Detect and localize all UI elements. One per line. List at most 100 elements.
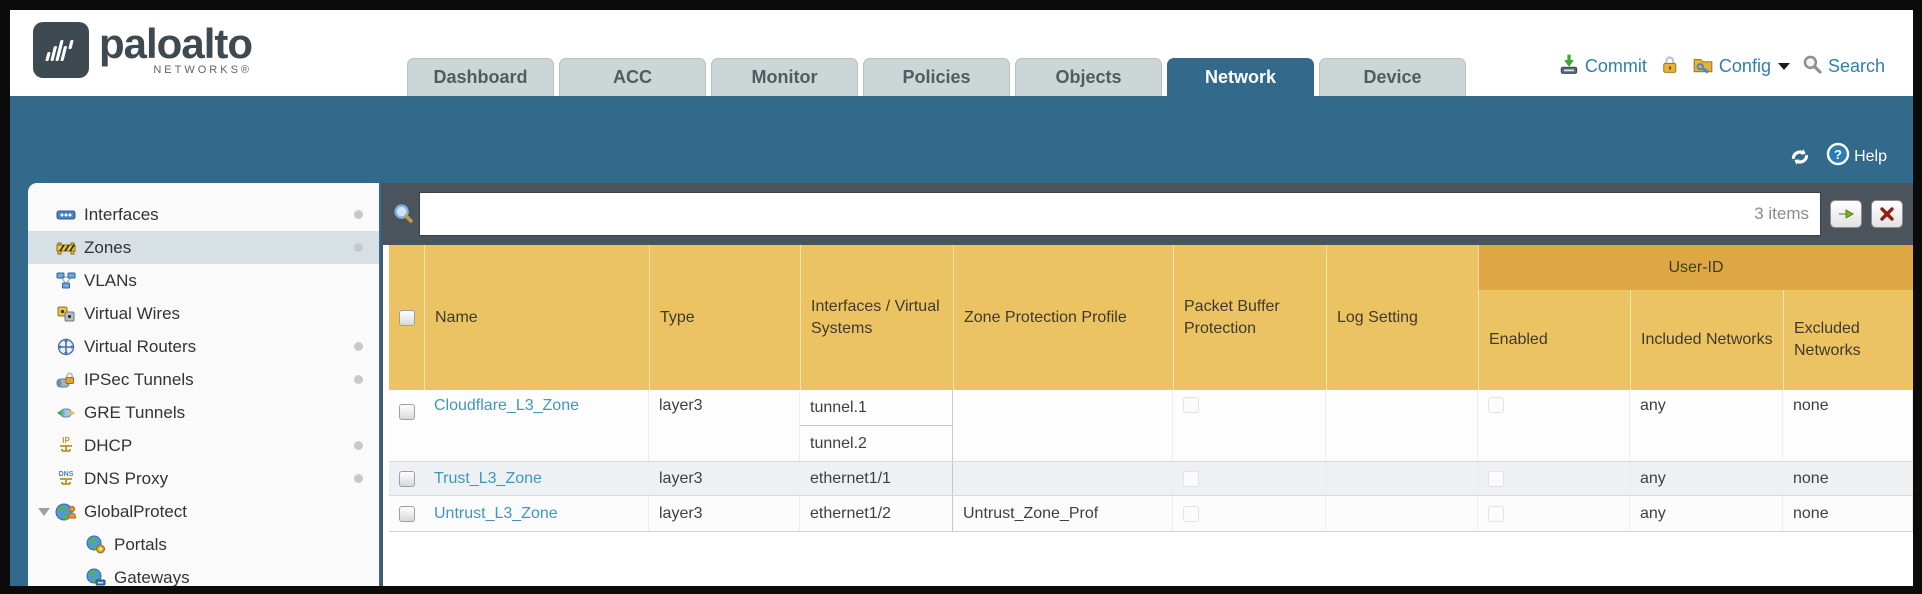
col-name[interactable]: Name	[424, 245, 649, 390]
zone-name-link[interactable]: Cloudflare_L3_Zone	[424, 390, 649, 461]
main-region: ? Help Interfaces Zones	[10, 96, 1913, 586]
green-arrow-icon	[1838, 209, 1855, 219]
sidebar-item-gateways[interactable]: Gateways	[28, 561, 379, 586]
status-dot	[354, 375, 363, 384]
zone-interfaces: tunnel.1 tunnel.2	[800, 390, 953, 461]
user-id-enabled-checkbox[interactable]	[1488, 505, 1504, 522]
tab-objects[interactable]: Objects	[1015, 58, 1162, 96]
refresh-button[interactable]	[1788, 145, 1812, 169]
commit-button[interactable]: Commit	[1558, 53, 1647, 80]
filter-field: 3 items	[419, 192, 1821, 236]
paloalto-logo: paloalto NETWORKS®	[33, 22, 253, 78]
tab-acc[interactable]: ACC	[559, 58, 706, 96]
excluded-networks: none	[1783, 390, 1913, 461]
included-networks: any	[1630, 390, 1783, 461]
header-utilities: Commit	[1558, 53, 1885, 80]
network-sidebar: Interfaces Zones VLANs Vir	[28, 183, 379, 586]
sidebar-item-ipsec-tunnels[interactable]: IPSec Tunnels	[28, 363, 379, 396]
commit-icon	[1558, 53, 1580, 80]
filter-bar: 3 items	[383, 183, 1913, 245]
status-dot	[354, 474, 363, 483]
sidebar-item-portals[interactable]: Portals	[28, 528, 379, 561]
col-enabled[interactable]: Enabled	[1478, 290, 1630, 390]
zones-table: Name Type Interfaces / Virtual Systems Z…	[389, 245, 1913, 586]
tab-device[interactable]: Device	[1319, 58, 1466, 96]
sidebar-item-dhcp[interactable]: IP DHCP	[28, 429, 379, 462]
col-excluded-networks[interactable]: Excluded Networks	[1783, 290, 1913, 390]
expand-triangle-icon[interactable]	[38, 507, 50, 516]
zone-protection-profile: Untrust_Zone_Prof	[953, 496, 1173, 531]
svg-text:DNS: DNS	[59, 471, 74, 478]
items-count: 3 items	[1754, 204, 1809, 223]
apply-filter-button[interactable]	[1830, 200, 1862, 228]
user-id-enabled-checkbox[interactable]	[1488, 470, 1504, 487]
help-icon: ?	[1826, 142, 1850, 171]
select-all-checkbox[interactable]	[398, 309, 415, 326]
portals-icon	[85, 535, 107, 555]
col-included-networks[interactable]: Included Networks	[1630, 290, 1783, 390]
col-interfaces[interactable]: Interfaces / Virtual Systems	[800, 245, 953, 390]
log-setting	[1326, 390, 1478, 461]
col-zone-protection-profile[interactable]: Zone Protection Profile	[953, 245, 1173, 390]
table-row: Trust_L3_Zone layer3 ethernet1/1 any non…	[389, 462, 1913, 496]
paloalto-logo-icon	[33, 22, 89, 78]
status-dot	[354, 210, 363, 219]
help-button[interactable]: ? Help	[1826, 142, 1887, 171]
tab-monitor[interactable]: Monitor	[711, 58, 858, 96]
row-checkbox[interactable]	[398, 505, 415, 522]
col-packet-buffer-protection[interactable]: Packet Buffer Protection	[1173, 245, 1326, 390]
main-tabs: Dashboard ACC Monitor Policies Objects N…	[407, 58, 1471, 96]
status-dot	[354, 243, 363, 252]
sidebar-item-zones[interactable]: Zones	[28, 231, 379, 264]
sidebar-item-interfaces[interactable]: Interfaces	[28, 198, 379, 231]
status-dot	[354, 441, 363, 450]
dns-proxy-icon: DNS	[55, 469, 77, 489]
sidebar-item-dns-proxy[interactable]: DNS DNS Proxy	[28, 462, 379, 495]
clear-filter-button[interactable]	[1871, 200, 1903, 228]
virtual-wires-icon	[55, 304, 77, 324]
included-networks: any	[1630, 462, 1783, 495]
packet-buffer-checkbox[interactable]	[1183, 470, 1199, 487]
sidebar-item-vlans[interactable]: VLANs	[28, 264, 379, 297]
sidebar-item-virtual-routers[interactable]: Virtual Routers	[28, 330, 379, 363]
col-group-user-id: User-ID	[1478, 245, 1913, 290]
ipsec-tunnels-icon	[55, 370, 77, 390]
sidebar-item-gre-tunnels[interactable]: GRE Tunnels	[28, 396, 379, 429]
refresh-icon	[1791, 148, 1809, 165]
zone-name-link[interactable]: Untrust_L3_Zone	[424, 496, 649, 531]
zone-protection-profile	[953, 390, 1173, 461]
search-icon	[1802, 54, 1823, 80]
filter-input[interactable]	[419, 192, 1821, 236]
sidebar-item-virtual-wires[interactable]: Virtual Wires	[28, 297, 379, 330]
lock-button[interactable]	[1659, 54, 1680, 80]
user-id-enabled-checkbox[interactable]	[1488, 397, 1504, 413]
dhcp-icon: IP	[55, 436, 77, 456]
gateways-icon	[85, 568, 107, 587]
excluded-networks: none	[1783, 496, 1913, 531]
vlans-icon	[55, 271, 77, 291]
zone-type: layer3	[649, 496, 800, 531]
search-button[interactable]: Search	[1802, 54, 1885, 80]
sidebar-item-globalprotect[interactable]: GlobalProtect	[28, 495, 379, 528]
config-button[interactable]: Config	[1692, 53, 1790, 80]
zone-interfaces: ethernet1/1	[800, 462, 953, 495]
zones-icon	[55, 238, 77, 258]
row-checkbox[interactable]	[398, 470, 415, 487]
row-checkbox[interactable]	[398, 404, 415, 420]
gre-tunnels-icon	[55, 403, 77, 423]
status-dot	[354, 342, 363, 351]
virtual-routers-icon	[55, 337, 77, 357]
tab-policies[interactable]: Policies	[863, 58, 1010, 96]
tab-dashboard[interactable]: Dashboard	[407, 58, 554, 96]
packet-buffer-checkbox[interactable]	[1183, 505, 1199, 522]
tab-network[interactable]: Network	[1167, 58, 1314, 96]
packet-buffer-checkbox[interactable]	[1183, 397, 1199, 413]
interface-item: tunnel.2	[810, 435, 867, 452]
config-dropdown-caret	[1777, 63, 1790, 70]
config-icon	[1692, 53, 1714, 80]
col-type[interactable]: Type	[649, 245, 800, 390]
top-header: paloalto NETWORKS® Dashboard ACC Monitor…	[10, 10, 1913, 96]
zone-name-link[interactable]: Trust_L3_Zone	[424, 462, 649, 495]
col-log-setting[interactable]: Log Setting	[1326, 245, 1478, 390]
